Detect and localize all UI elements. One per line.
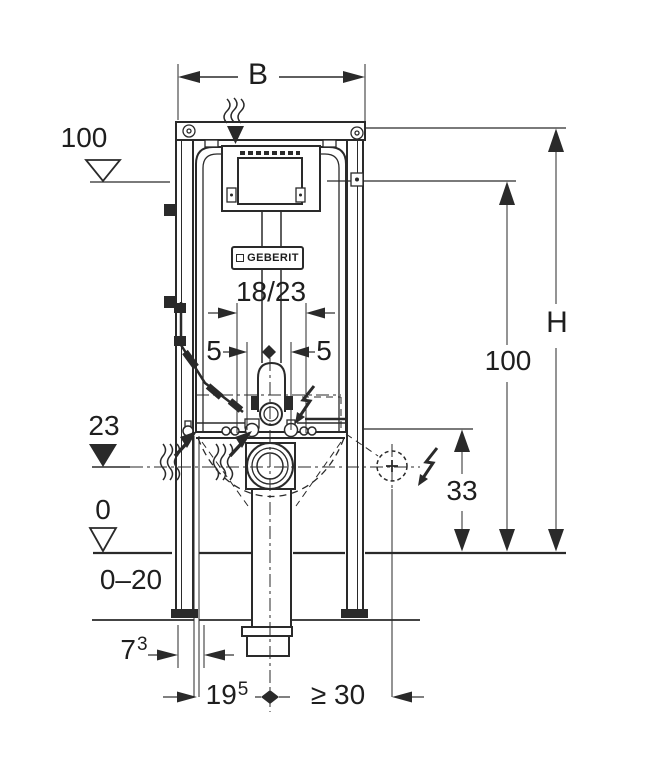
dim-5-right-label: 5 bbox=[316, 335, 332, 366]
filling-valve bbox=[174, 302, 244, 413]
dim-depth-1823 bbox=[208, 303, 335, 433]
pan-outline bbox=[197, 396, 379, 507]
foot-plate-left bbox=[171, 609, 198, 618]
axis-lines bbox=[92, 358, 420, 712]
drain-pipe bbox=[241, 489, 293, 657]
dim-depth-label: 18/23 bbox=[235, 276, 307, 307]
pipe-clamp bbox=[164, 204, 176, 216]
flush-power-icon bbox=[295, 385, 316, 424]
dim-b-label: B bbox=[247, 58, 268, 91]
dim-foot-main: 7 bbox=[120, 634, 136, 665]
dim-drain-label: 195 bbox=[198, 679, 256, 710]
odor-extraction-icon bbox=[223, 97, 245, 144]
dim-foot-label: 73 bbox=[108, 634, 160, 665]
flush-valve bbox=[251, 211, 293, 426]
drain-socket bbox=[246, 635, 290, 657]
level-23-label: 23 bbox=[88, 410, 120, 441]
water-supply-left-icon bbox=[159, 431, 197, 481]
dim-electrical-label: ≥ 30 bbox=[310, 679, 366, 710]
dim-h-label: H bbox=[546, 306, 568, 339]
level-0-label: 0 bbox=[95, 494, 111, 525]
dim-height-h bbox=[548, 128, 564, 552]
foot-plate-right bbox=[341, 609, 368, 618]
center-diamond-icon bbox=[262, 345, 276, 359]
dim-offset-5 bbox=[223, 342, 315, 430]
power-socket-outline bbox=[376, 444, 408, 697]
dim-drain-row bbox=[163, 690, 424, 704]
dim-drain-sup: 5 bbox=[237, 679, 249, 700]
inspection-opening bbox=[221, 145, 321, 212]
concealed-cistern bbox=[195, 139, 347, 433]
floor-range-label: 0–20 bbox=[99, 564, 163, 595]
dim-5-left-label: 5 bbox=[206, 335, 222, 366]
mounting-frame bbox=[164, 121, 368, 618]
level-23-marker bbox=[89, 444, 117, 467]
pipe-clamp bbox=[164, 296, 176, 308]
supply-pipe bbox=[193, 436, 200, 697]
dim-foot-offset bbox=[148, 625, 234, 668]
socket-power-icon bbox=[418, 447, 439, 486]
dim-100-label: 100 bbox=[484, 345, 532, 376]
dim-height-100 bbox=[499, 181, 515, 552]
drain-socket-flange bbox=[241, 626, 293, 637]
dim-height-33 bbox=[454, 429, 470, 552]
level-0-marker bbox=[88, 527, 118, 553]
drain-center-diamond-icon bbox=[261, 690, 279, 704]
level-100-marker bbox=[84, 159, 122, 183]
logo-square-icon bbox=[236, 254, 245, 262]
logo-text: GEBERIT bbox=[247, 252, 299, 264]
geberit-logo: GEBERIT bbox=[231, 246, 304, 270]
level-100-line bbox=[327, 172, 516, 187]
dim-foot-sup: 3 bbox=[137, 634, 148, 655]
dim-33-label: 33 bbox=[446, 475, 478, 506]
water-supply-right-icon bbox=[212, 431, 252, 481]
dim-drain-main: 19 bbox=[205, 679, 237, 710]
floor-lines bbox=[92, 551, 566, 621]
dim-width-b bbox=[177, 64, 366, 126]
level-100-label: 100 bbox=[60, 122, 108, 153]
